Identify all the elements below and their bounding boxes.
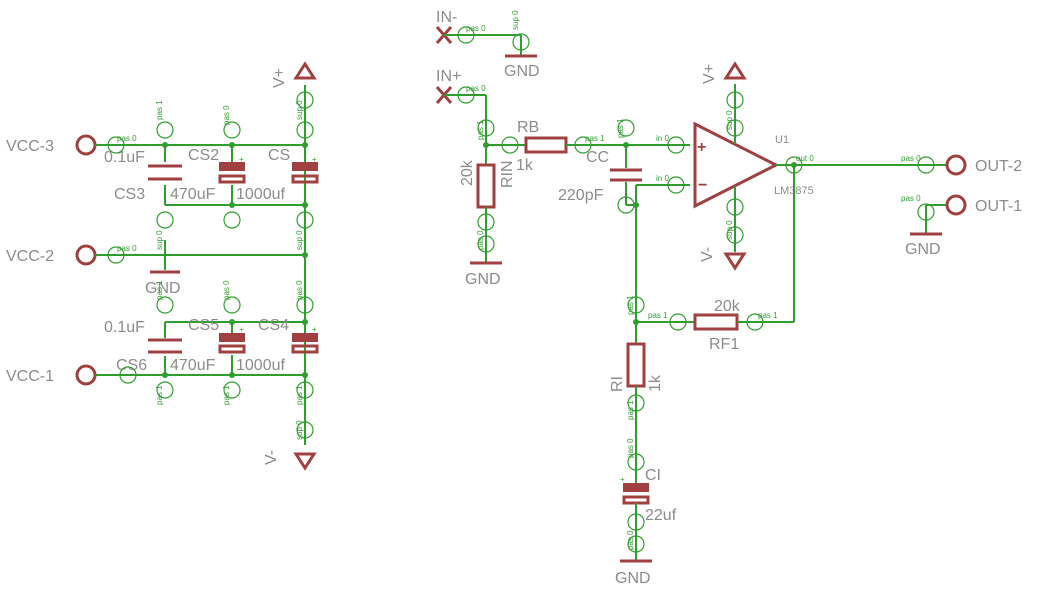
cs5-ref: CS5 <box>188 317 219 334</box>
svg-text:+: + <box>312 325 317 334</box>
ri-ref: RI <box>609 376 626 392</box>
cs-ref: CS <box>268 147 290 164</box>
out1-connector[interactable] <box>945 194 967 216</box>
svg-text:sup 0: sup 0 <box>155 230 164 250</box>
svg-text:+: + <box>239 155 244 164</box>
rb-resistor[interactable] <box>524 136 568 154</box>
svg-text:+: + <box>620 475 625 484</box>
vcc3-connector[interactable] <box>75 134 97 156</box>
ri-resistor[interactable] <box>626 342 646 388</box>
gnd-ci-label: GND <box>615 570 651 587</box>
vplus-top-symbol <box>293 61 317 80</box>
gnd-supply-label: GND <box>145 280 181 297</box>
svg-text:−: − <box>698 177 707 194</box>
svg-text:pas 1: pas 1 <box>758 311 778 320</box>
svg-text:in 0: in 0 <box>656 134 669 143</box>
out2-connector[interactable] <box>945 154 967 176</box>
svg-text:+: + <box>312 155 317 164</box>
supply-pin-pads <box>107 91 314 439</box>
ci-capacitor[interactable] <box>623 483 649 492</box>
cs2-value: 470uF <box>170 186 216 203</box>
opamp-vminus-label: V- <box>699 247 716 262</box>
svg-text:pas 1: pas 1 <box>626 295 635 315</box>
svg-text:in 0: in 0 <box>656 174 669 183</box>
rf1-resistor[interactable] <box>693 313 739 331</box>
vminus-bot-label: V- <box>263 450 280 465</box>
vcc3-label: VCC-3 <box>6 138 54 155</box>
svg-text:pas 1: pas 1 <box>585 134 605 143</box>
svg-text:pas 0: pas 0 <box>117 134 137 143</box>
svg-text:pas 0: pas 0 <box>626 530 635 550</box>
opamp-vplus-symbol <box>723 61 747 80</box>
svg-text:pas 0: pas 0 <box>901 194 921 203</box>
cs4-value: 1000uf <box>236 357 285 374</box>
ri-value: 1k <box>647 374 664 392</box>
svg-text:pas 1: pas 1 <box>155 280 164 300</box>
cs3-value: 0.1uF <box>104 149 145 166</box>
vminus-bot-symbol <box>293 452 317 471</box>
opamp-vminus-symbol <box>723 252 747 271</box>
gnd-rin-label: GND <box>465 271 501 288</box>
svg-text:pas 1: pas 1 <box>155 100 164 120</box>
cs6-value: 0.1uF <box>104 319 145 336</box>
svg-text:pas 0: pas 0 <box>901 154 921 163</box>
svg-text:sup 0: sup 0 <box>295 100 304 120</box>
ci-value: 22uf <box>645 507 677 524</box>
svg-text:pas 0: pas 0 <box>626 438 635 458</box>
vcc1-connector[interactable] <box>75 364 97 386</box>
gnd-in-minus-label: GND <box>504 63 540 80</box>
rb-value: 1k <box>516 157 534 174</box>
svg-text:sup 0: sup 0 <box>725 220 734 240</box>
vcc1-label: VCC-1 <box>6 368 54 385</box>
opamp-vplus-label: V+ <box>701 64 718 84</box>
ci-ref: CI <box>645 467 661 484</box>
svg-text:pas 1: pas 1 <box>648 311 668 320</box>
vcc2-connector[interactable] <box>75 244 97 266</box>
rin-ref: RIN <box>499 160 516 188</box>
svg-text:pas 1: pas 1 <box>222 385 231 405</box>
svg-text:pas 0: pas 0 <box>466 24 486 33</box>
cs5-value: 470uF <box>170 357 216 374</box>
rin-resistor[interactable] <box>476 163 496 209</box>
cs6-ref: CS6 <box>116 357 147 374</box>
out1-label: OUT-1 <box>975 198 1022 215</box>
svg-text:pas 1: pas 1 <box>616 118 625 138</box>
out2-label: OUT-2 <box>975 158 1022 175</box>
cs4-ref: CS4 <box>258 317 289 334</box>
rin-value: 20k <box>459 159 476 186</box>
cs3-ref: CS3 <box>114 186 145 203</box>
u1-ref: U1 <box>775 134 789 146</box>
svg-text:pas 0: pas 0 <box>295 280 304 300</box>
svg-text:+: + <box>239 325 244 334</box>
gnd-out-label: GND <box>905 241 941 258</box>
rf1-ref: RF1 <box>709 336 739 353</box>
svg-text:sup 0: sup 0 <box>725 110 734 130</box>
in-minus-label: IN- <box>436 9 457 26</box>
svg-text:pas 0: pas 0 <box>222 105 231 125</box>
svg-text:+: + <box>697 139 706 156</box>
cc-value: 220pF <box>558 187 604 204</box>
vplus-top-label: V+ <box>271 68 288 88</box>
cs-value: 1000uf <box>236 186 285 203</box>
svg-text:pas 1: pas 1 <box>476 120 485 140</box>
svg-text:pas 0: pas 0 <box>476 230 485 250</box>
in-plus-label: IN+ <box>436 68 461 85</box>
svg-text:sup 0: sup 0 <box>295 230 304 250</box>
svg-text:pas 0: pas 0 <box>222 280 231 300</box>
svg-text:pas 0: pas 0 <box>466 84 486 93</box>
svg-text:pas 0: pas 0 <box>117 244 137 253</box>
vcc2-label: VCC-2 <box>6 248 54 265</box>
svg-text:sup 0: sup 0 <box>295 420 304 440</box>
u1-opamp[interactable] <box>693 121 780 209</box>
svg-text:pas 1: pas 1 <box>295 385 304 405</box>
svg-text:pas 1: pas 1 <box>155 385 164 405</box>
svg-text:sup 0: sup 0 <box>511 10 520 30</box>
rf1-value: 20k <box>714 298 741 315</box>
cs2-ref: CS2 <box>188 147 219 164</box>
svg-text:pas 1: pas 1 <box>626 400 635 420</box>
cc-ref: CC <box>586 149 609 166</box>
svg-text:out 0: out 0 <box>796 154 814 163</box>
rb-ref: RB <box>517 119 539 136</box>
